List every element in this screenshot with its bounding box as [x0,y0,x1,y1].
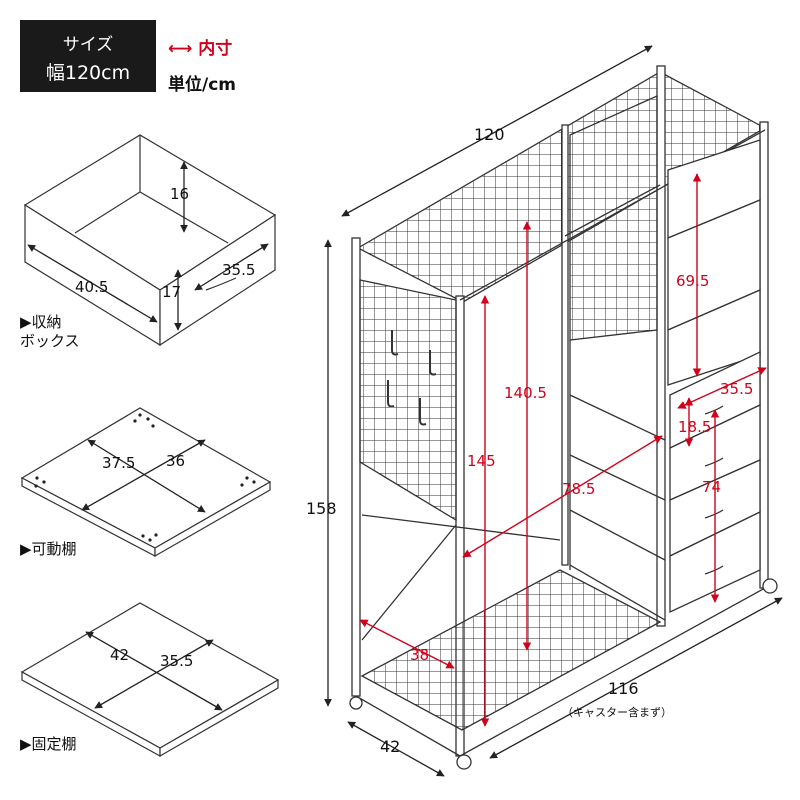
fixed-shelf-width-dim: 42 [110,646,129,664]
movable-shelf-dims [81,439,206,513]
drawer-column-dim: 74 [702,478,721,496]
movable-shelf-label: ▶可動棚 [20,540,77,558]
fixed-shelf-depth-dim: 35.5 [160,652,193,670]
rack-outer-dims [324,45,783,777]
size-badge-title: サイズ [62,35,114,55]
right-upper-height-dim: 69.5 [676,272,709,290]
size-badge: サイズ 幅120cm [20,20,156,92]
drawer-depth-dim: 35.5 [720,380,753,398]
rack-base-note: （キャスター含まず） [562,705,672,719]
drawer-height-dim: 18.5 [678,418,711,436]
rack-base-width-dim: 116 [608,679,639,698]
rack-inner-dims [359,173,767,727]
rack-top-width-dim: 120 [474,125,505,144]
box-width-dim: 40.5 [75,278,108,296]
hang-height-dim: 145 [467,452,496,470]
movable-shelf-depth-dim: 36 [166,452,185,470]
rack-depth-dim: 42 [380,737,400,756]
movable-shelf-drawing [20,407,272,558]
box-height-dim: 16 [170,185,189,203]
inner-diagonal-dim: 78.5 [562,480,595,498]
size-badge-width: 幅120cm [45,62,131,84]
bottom-inner-depth-dim: 38 [410,646,429,664]
fixed-shelf-drawing [20,602,280,758]
movable-shelf-width-dim: 37.5 [102,454,135,472]
storage-box-dims [27,161,269,331]
fixed-shelf-label: ▶固定棚 [20,735,77,753]
center-height-dim: 140.5 [504,384,547,402]
movable-shelf-holes [34,413,256,542]
rack-height-dim: 158 [306,499,337,518]
box-side-height-dim: 17 [162,283,181,301]
unit-label: 単位/cm [168,75,236,95]
inner-dimension-legend: ⟷ 内寸 [168,39,233,59]
fixed-shelf-dims [85,631,223,711]
box-depth-dim: 35.5 [222,261,255,279]
storage-box-drawing [23,134,277,347]
